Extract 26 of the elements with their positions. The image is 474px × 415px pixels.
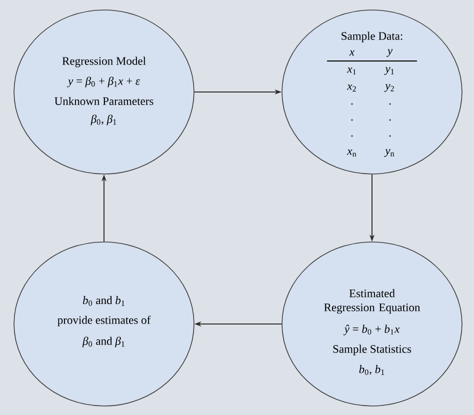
table-cell: y$_{2}$ [384, 84, 394, 92]
table-cell: y$_{n}$ [384, 149, 394, 157]
node-text: Estimated Regression Equation [324, 289, 420, 314]
node-text: ŷ = b$_{0}$ + b$_{1}$x [343, 324, 400, 336]
table-cell: . [351, 103, 353, 105]
node-text: b$_{0}$ and b$_{1}$ [82, 296, 124, 306]
node-text: Sample Statistics [333, 344, 412, 356]
table-cell: . [389, 135, 391, 137]
node-text: y = β$_{0}$ + β$_{1}$x + ε [67, 76, 140, 88]
table-cell: x$_{1}$ [347, 67, 356, 75]
table-cell: x [349, 50, 354, 56]
table-cell: x$_{n}$ [347, 149, 356, 157]
table-cell: . [389, 119, 391, 121]
table-cell: y$_{1}$ [384, 67, 394, 75]
table-cell: y [386, 49, 393, 57]
node-text: b$_{0}$, b$_{1}$ [359, 365, 384, 375]
table-cell: . [351, 119, 353, 121]
table-cell: x$_{2}$ [347, 84, 356, 92]
node-text: Regression Model [62, 56, 146, 68]
node-text: β$_{0}$ and β$_{1}$ [82, 336, 124, 348]
table-cell: . [389, 103, 391, 105]
node-text: Sample Data: [342, 32, 402, 42]
table-cell: . [351, 135, 353, 137]
node-text: β$_{0}$, β$_{1}$ [90, 114, 116, 126]
node-text: Unknown Parameters [54, 96, 154, 106]
node-text: provide estimates of [58, 316, 151, 326]
